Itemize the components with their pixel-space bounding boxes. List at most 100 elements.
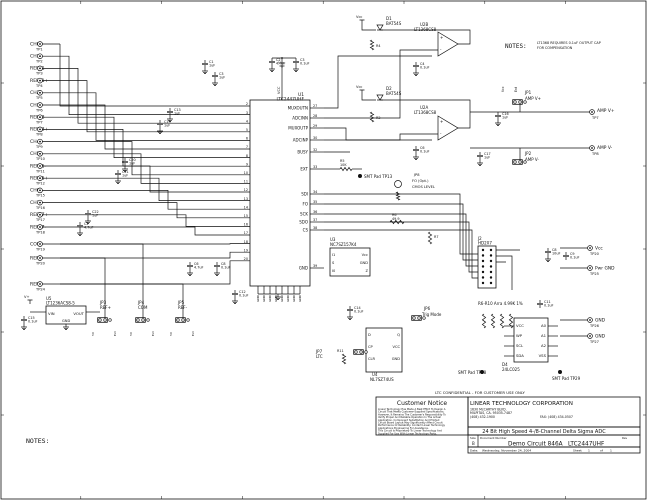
osc-line2: CMOS LEVEL (412, 185, 435, 189)
test-point-ref: TP5 (35, 96, 43, 100)
schematic-title: 24 Bit High Speed 4-/8-Channel Delta Sig… (482, 429, 606, 435)
diode-ref: D2 (386, 86, 392, 91)
rev-label: Rev (622, 436, 628, 440)
header-pin (489, 270, 493, 274)
company-phone: (408) 432-1900 (470, 415, 495, 419)
capacitor-value: 1uF (219, 76, 225, 80)
jumper-ref: JP5 (177, 300, 185, 305)
gnd-pin-label: GND (256, 294, 260, 302)
test-point-center (39, 177, 41, 180)
test-point-center (39, 189, 41, 192)
sheet-of: of (600, 449, 604, 453)
capacitor-ref: C15 (28, 316, 35, 320)
op-amp-ref: U2A (420, 105, 428, 110)
u3-pin: I0 (332, 269, 336, 273)
customer-notice-line: Application. Component Substitution And … (378, 418, 440, 422)
u1-pin-sck: SCK (300, 211, 308, 216)
customer-notice-line: Circuit Board Layout May Significantly A… (378, 421, 443, 425)
ground-symbol (214, 270, 220, 276)
jumper-name: REF+ (100, 305, 111, 310)
test-point-center (39, 152, 41, 155)
notes-top-line1: LT1368 REQUIRES 0.1uF OUTPUT CAP (537, 41, 601, 45)
pin-number: 30 (313, 136, 317, 140)
test-point-ref: TP18 (35, 230, 46, 234)
u3-pin: I1 (332, 253, 335, 257)
test-point-ref: TP2 (35, 60, 43, 64)
amp-vplus-label: AMP V+ (597, 108, 615, 114)
jumper-pin (417, 316, 421, 320)
test-point-center (39, 140, 41, 143)
u4-part: NL7SZ74US (370, 377, 394, 382)
ground-symbol (122, 166, 128, 172)
capacitor-symbol (232, 290, 238, 298)
u1-pin-sdo: SDO (299, 219, 308, 224)
capacitor-value: 1uF (129, 162, 135, 166)
pin-number: 35 (313, 200, 317, 204)
jumper-name: AMP V- (525, 157, 539, 162)
ground-symbol (21, 324, 27, 330)
customer-notice-line: Performance Or Reliability. Contact Line… (378, 423, 445, 427)
capacitor-symbol (21, 316, 27, 324)
header-pin (481, 265, 485, 268)
customer-notice-line: Verify Proper And Reliable Operation In … (378, 415, 441, 419)
signal-trace (60, 141, 250, 176)
capacitor-ref: C8 (552, 248, 557, 252)
op-amp-ref: U2B (420, 22, 428, 27)
header-pin (481, 276, 485, 279)
ground-symbol (275, 294, 281, 300)
diode-part: BAT54S (386, 21, 402, 26)
title-block: LTC CONFIDENTIAL - FOR CUSTOMER USE ONLY… (378, 390, 628, 453)
u4-pin: CP (368, 345, 374, 349)
capacitor-symbol (115, 170, 121, 178)
gnd-pin-label: GND (262, 294, 266, 302)
jumper-pin (98, 318, 102, 322)
doc-label: Document Number (480, 436, 507, 440)
header-pin (489, 248, 493, 252)
pin-number: 12 (244, 188, 248, 192)
diode-ref: D1 (386, 16, 392, 21)
vcc-symbol (27, 299, 33, 304)
capacitor-symbol (347, 306, 353, 314)
resistor-array-label: R6-R10 Arra 4.99K 1% (478, 301, 523, 306)
u5-ref: U5 (46, 296, 52, 301)
jumper-jp1 (512, 99, 523, 105)
pin-number: 8 (246, 154, 248, 158)
header-pin (489, 276, 493, 279)
test-point-ref: TP12 (35, 182, 45, 186)
company-fax: FAX: (408) 434-0507 (540, 415, 573, 419)
jumper-name: AMP V+ (525, 96, 541, 101)
capacitor-ref: C19 (164, 120, 171, 124)
opamp-output-trace (380, 29, 471, 129)
jumper-jp4 (135, 317, 146, 323)
resistor-ref: R11 (337, 349, 344, 353)
test-point-center (589, 335, 591, 337)
u5-pin-vin: VIN (48, 311, 55, 316)
u3-part: NC7SZ157K4 (330, 242, 357, 247)
test-point-center (39, 243, 41, 245)
u4-pin: VCC (393, 345, 401, 349)
u4-pin: CLR (368, 357, 376, 361)
j2-ref: J2 (477, 236, 482, 241)
vcc-label: Vcc (356, 15, 362, 19)
test-point-ref: TP7 (35, 121, 43, 125)
u4-pin: D (368, 333, 371, 337)
u4-pin: GND (392, 357, 400, 361)
serial-bus-trace (324, 221, 478, 273)
ground-symbol (495, 120, 501, 126)
u1-ltc2447-body (249, 99, 311, 287)
jumper-pin (136, 318, 140, 322)
jumper-pin (176, 318, 180, 322)
capacitor-value: 0.1uF (420, 150, 430, 154)
supply-label: V+ (24, 295, 29, 299)
jumper-pin (108, 318, 112, 322)
capacitor-ref: C22 (92, 210, 99, 214)
input-name-ch0: CH0 (30, 41, 40, 47)
capacitor-value: 1uF (484, 156, 490, 160)
u3-pin: Vcc (362, 253, 368, 257)
pin-number: 4 (246, 119, 248, 123)
u1-pin-gnd: GND (299, 265, 308, 270)
capacitor-value: 0.1uF (354, 310, 364, 314)
gnd-pin-label: GND (286, 294, 290, 302)
jumper-jp2 (512, 159, 523, 165)
